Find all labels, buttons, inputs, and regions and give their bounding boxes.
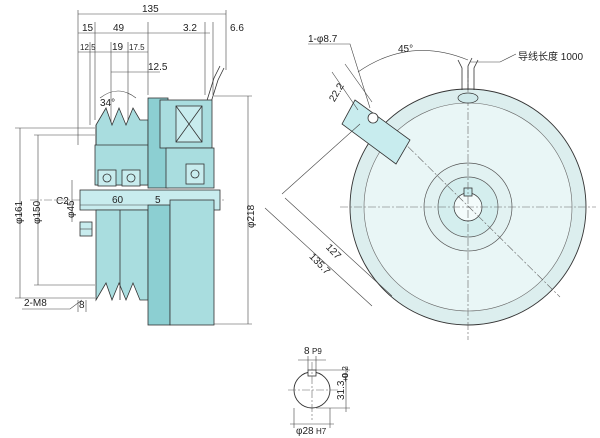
rotor-lower: [169, 199, 215, 326]
dim-45deg: 45°: [398, 44, 413, 55]
bearing-right: [121, 169, 141, 187]
dim-19: 19: [112, 42, 124, 53]
dim-135-7: 135.7: [307, 251, 333, 277]
dim-127: 127: [323, 242, 343, 262]
dim-17-5: 17.5: [129, 43, 145, 52]
dim-12-5-top: 12.5: [80, 43, 96, 52]
mount-hole: [367, 112, 379, 124]
dim-phi45: φ45: [66, 200, 77, 218]
keyway-width-tol: P9: [312, 347, 322, 356]
dim-phi161: φ161: [14, 200, 25, 224]
dim-phi218: φ218: [246, 204, 257, 228]
lead-length-label: 导线长度 1000: [518, 50, 583, 63]
dim-total-width: 135: [142, 4, 159, 15]
bore-tol: H7: [316, 427, 327, 436]
dim-60: 60: [112, 195, 124, 206]
dim-15: 15: [82, 23, 94, 34]
keyway-depth-tol-upper: +0.2: [341, 366, 350, 382]
dim-c2: C2: [56, 196, 69, 207]
bore-diameter: φ28: [296, 426, 314, 437]
dim-5: 5: [155, 195, 161, 206]
dim-2m8: 2-M8: [24, 298, 47, 309]
dim-22-2: 22.2: [327, 81, 346, 104]
dim-6-6: 6.6: [230, 23, 244, 34]
side-view: 135 15 49 3.2 6.6 12.5 19 17.5 12.5 34°: [14, 4, 257, 326]
dim-8: 8: [79, 300, 85, 311]
keyway-depth: 31.3: [336, 380, 347, 400]
dim-angle: 34°: [100, 98, 115, 109]
lead-grommet: [457, 92, 479, 104]
dim-phi150: φ150: [32, 200, 43, 224]
keyway-depth-tol-lower: 0: [341, 373, 350, 378]
armature-lower: [147, 204, 171, 326]
pulley-lower: [95, 209, 149, 302]
dim-hole: 1-φ8.7: [308, 34, 338, 45]
dim-3-2: 3.2: [183, 23, 197, 34]
bearing-rear: [185, 163, 205, 185]
front-view: 1-φ8.7 22.2 45° 导线长度 1000 127 135.7: [264, 34, 596, 340]
keyway-width: 8: [304, 346, 310, 357]
mounting-tab: [341, 99, 411, 165]
keyway-view: 8 P9 φ28 H7 31.3 +0.2 0: [288, 346, 350, 437]
dim-49: 49: [113, 23, 125, 34]
dim-12-5: 12.5: [148, 62, 168, 73]
bearing-left: [97, 169, 117, 187]
